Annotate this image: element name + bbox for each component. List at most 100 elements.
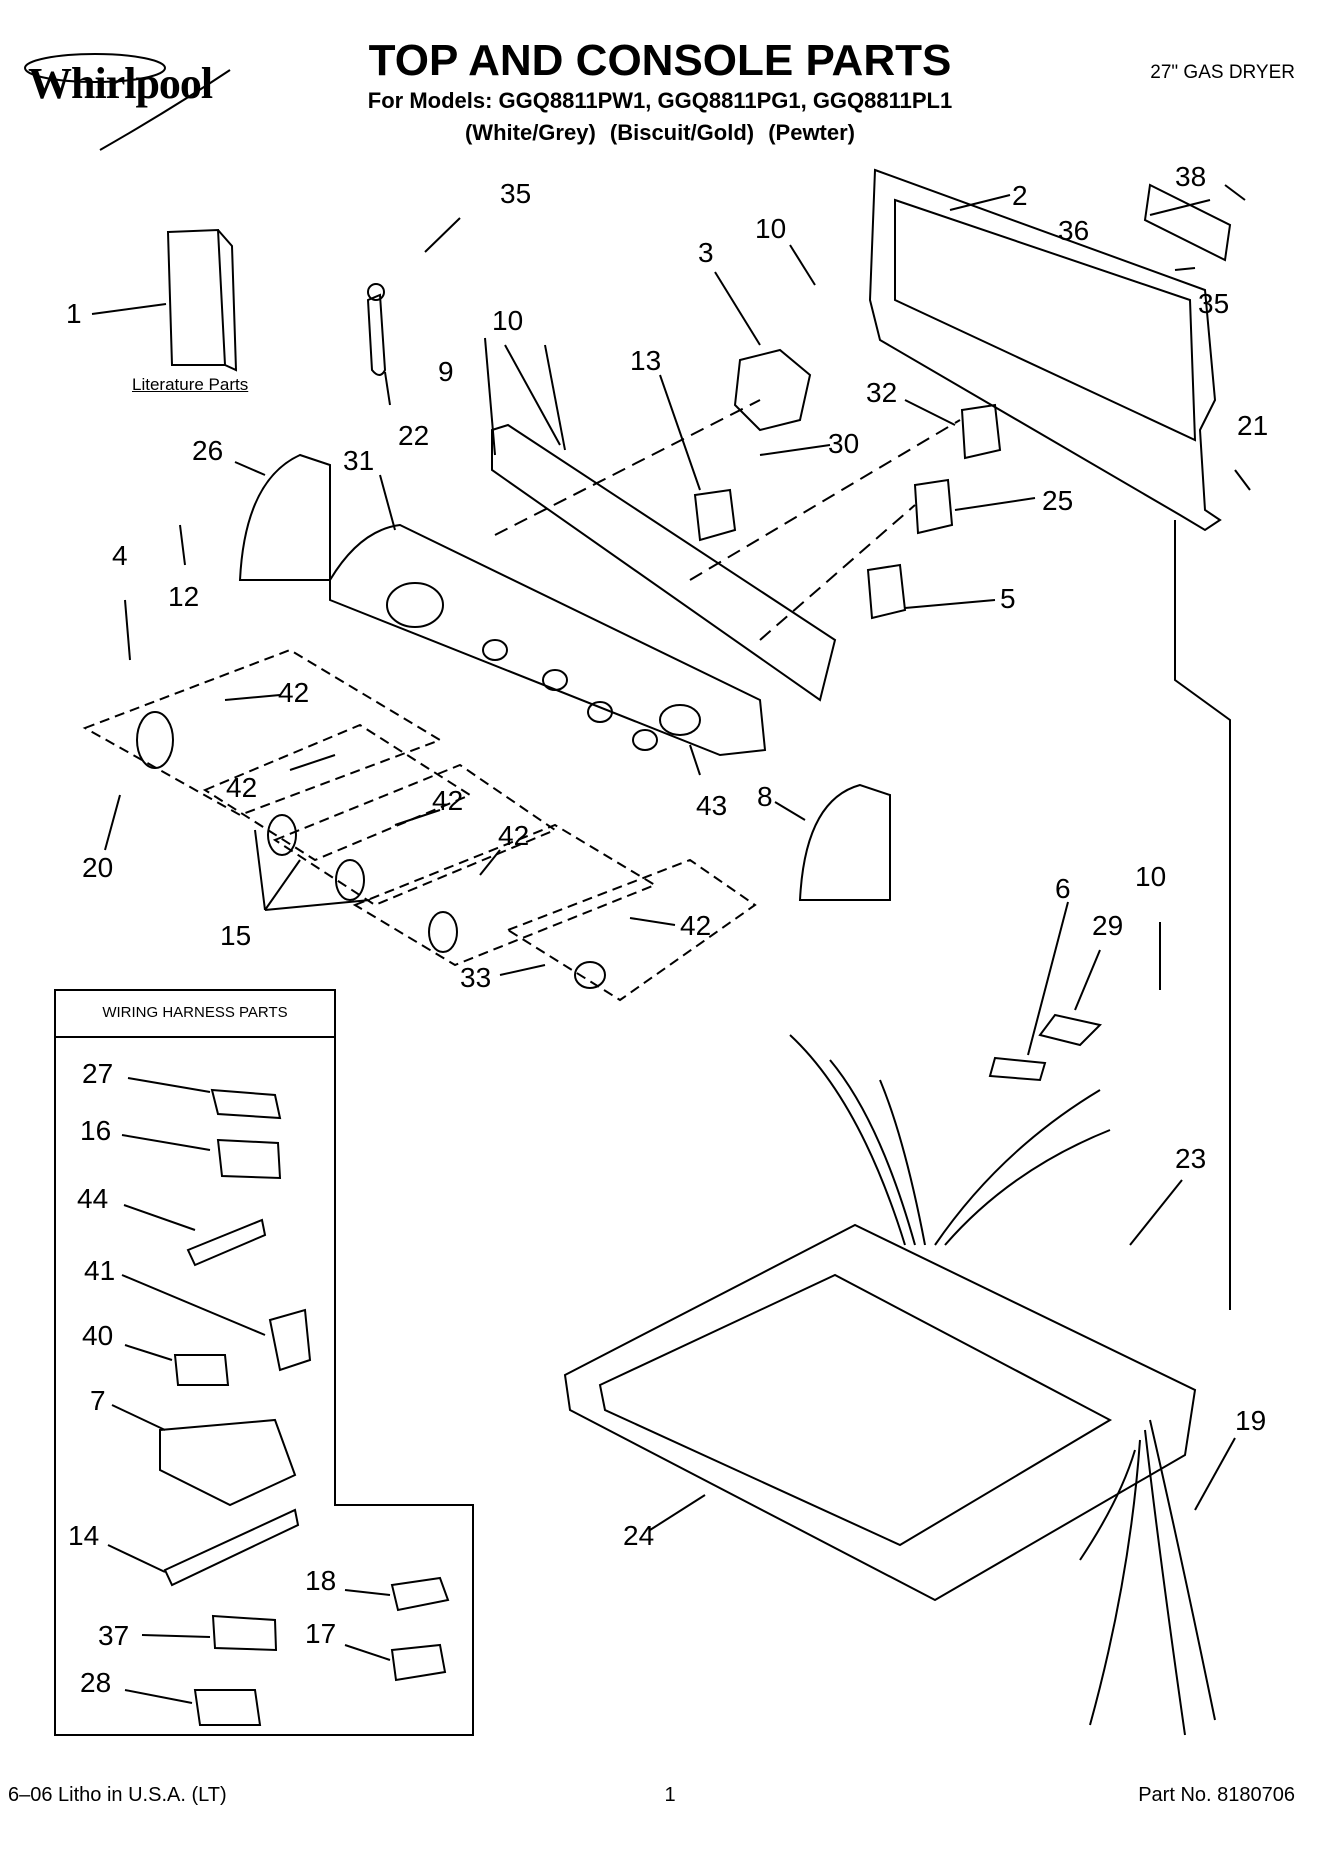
harness-part-18 [390, 1576, 450, 1612]
callout-8: 8 [757, 781, 773, 812]
callout-9: 9 [438, 356, 454, 387]
logo-swoosh-tail [99, 69, 231, 151]
callout-28: 28 [80, 1667, 111, 1698]
callout-30: 30 [828, 428, 859, 459]
callout-35-top: 35 [500, 178, 531, 209]
leader-lines [91, 184, 1251, 1704]
harness-part-27 [210, 1088, 282, 1120]
callout-41: 41 [84, 1255, 115, 1286]
callout-17: 17 [305, 1618, 336, 1649]
callout-18: 18 [305, 1565, 336, 1596]
callout-32: 32 [866, 377, 897, 408]
callout-19: 19 [1235, 1405, 1266, 1436]
ground-wire-path [1174, 520, 1231, 1310]
harness-wire [934, 1089, 1101, 1246]
product-type: 27" GAS DRYER [1150, 62, 1295, 83]
callout-10-timer: 10 [755, 213, 786, 244]
harness-part-37 [211, 1614, 278, 1652]
callout-20: 20 [82, 852, 113, 883]
switch-25 [913, 478, 954, 535]
knob-hole-4 [632, 729, 658, 751]
harness-wire [1089, 1439, 1141, 1726]
callout-1: 1 [66, 298, 82, 329]
timer [733, 348, 812, 432]
button-33 [574, 961, 606, 989]
knob-15b [335, 859, 365, 901]
console-rear-panel [868, 168, 1222, 532]
display-window [659, 704, 701, 736]
knob-group-33 [505, 858, 757, 1002]
harness-wire [1144, 1429, 1186, 1736]
knob-group-15b [272, 763, 558, 907]
models-line: For Models: GGQ8811PW1, GGQ8811PG1, GGQ8… [367, 88, 953, 113]
harness-wire [1079, 1449, 1136, 1561]
label-29 [1038, 1013, 1102, 1047]
bracket [1143, 183, 1232, 262]
control-board-strip [491, 423, 837, 702]
callout-6: 6 [1055, 873, 1071, 904]
callout-35-panel: 35 [1198, 288, 1229, 319]
literature-parts-label: Literature Parts [132, 375, 249, 394]
callout-38: 38 [1175, 161, 1206, 192]
switch-32 [960, 403, 1002, 460]
alignment-line [759, 504, 916, 641]
callout-42b: 42 [226, 772, 257, 803]
main-top [563, 1223, 1197, 1602]
harness-part-16 [216, 1138, 282, 1180]
callout-37: 37 [98, 1620, 129, 1651]
knob-15c [428, 911, 458, 953]
alignment-line [494, 399, 761, 536]
harness-part-41 [268, 1308, 312, 1372]
harness-part-7 [159, 1418, 297, 1507]
callout-10-board: 10 [492, 305, 523, 336]
callout-4: 4 [112, 540, 128, 571]
callout-12: 12 [168, 581, 199, 612]
harness-wire [879, 1079, 926, 1246]
knob-hole-large [386, 582, 444, 628]
callout-43: 43 [696, 790, 727, 821]
callout-42c: 42 [432, 785, 463, 816]
callout-31: 31 [343, 445, 374, 476]
callout-25: 25 [1042, 485, 1073, 516]
main-top-opening [598, 1273, 1113, 1547]
logo-swoosh [24, 53, 166, 83]
lever-ring [367, 283, 385, 301]
callout-14: 14 [68, 1520, 99, 1551]
callout-15: 15 [220, 920, 251, 951]
harness-part-14 [163, 1508, 300, 1587]
switch-5 [866, 563, 907, 620]
callout-42a: 42 [278, 677, 309, 708]
callout-3: 3 [698, 237, 714, 268]
callout-42d: 42 [498, 820, 529, 851]
callout-27: 27 [82, 1058, 113, 1089]
page-title: TOP AND CONSOLE PARTS [368, 36, 952, 85]
callout-29: 29 [1092, 910, 1123, 941]
knob-group-15a [202, 723, 473, 862]
harness-part-28 [193, 1689, 262, 1726]
harness-part-17 [390, 1643, 447, 1682]
callout-44: 44 [77, 1183, 108, 1214]
alignment-line [689, 419, 961, 581]
harness-part-44 [186, 1218, 267, 1267]
harness-box-outline [54, 989, 474, 1736]
knob-group-20 [82, 648, 443, 817]
callout-40: 40 [82, 1320, 113, 1351]
console-rear-panel-inner [894, 198, 1197, 442]
callout-21: 21 [1237, 410, 1268, 441]
footer-litho: 6–06 Litho in U.S.A. (LT) [8, 1784, 227, 1806]
callout-5: 5 [1000, 583, 1016, 614]
connector-6 [988, 1056, 1047, 1082]
callout-10-top: 10 [1135, 861, 1166, 892]
harness-part-40 [173, 1354, 230, 1386]
harness-wire [944, 1129, 1111, 1246]
footer-part-number: Part No. 8180706 [1138, 1784, 1295, 1806]
callout-23: 23 [1175, 1143, 1206, 1174]
callout-22: 22 [398, 420, 429, 451]
wiring-harness-title: WIRING HARNESS PARTS [102, 1004, 288, 1021]
knob-hole-1 [482, 639, 508, 661]
callout-36: 36 [1058, 215, 1089, 246]
harness-wire [789, 1034, 906, 1246]
end-cap-left [238, 453, 331, 581]
callout-7: 7 [90, 1385, 106, 1416]
